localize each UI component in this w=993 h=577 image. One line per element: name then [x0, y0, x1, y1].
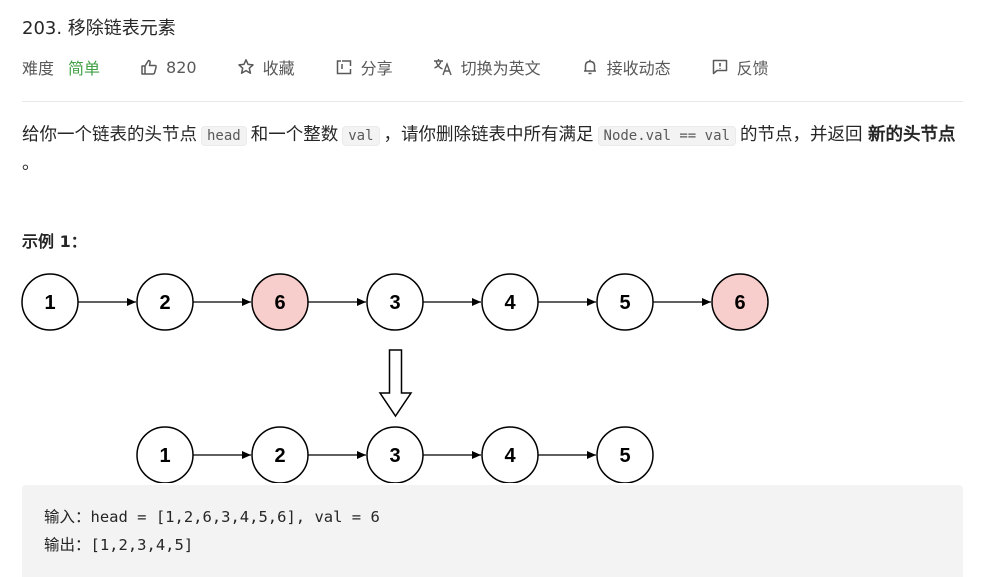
difficulty-value: 简单: [68, 59, 101, 78]
like-button[interactable]: 820: [140, 58, 197, 77]
bell-icon: [583, 59, 596, 75]
notify-label: 接收动态: [606, 59, 671, 78]
list-node-label: 5: [619, 445, 630, 467]
problem-title: 203. 移除链表元素: [22, 18, 176, 39]
share-label: 分享: [360, 59, 393, 78]
list-node-label: 4: [504, 445, 516, 467]
linked-list-diagram: 1 2 6 3 4 5 6 1 2 3 4 5: [21, 273, 769, 483]
list-node: [596, 426, 654, 483]
feedback-label: 反馈: [736, 59, 769, 78]
collect-label: 收藏: [262, 59, 295, 78]
collect-button[interactable]: 收藏: [237, 55, 295, 79]
desc-text: ，请你删除链表中所有满足: [383, 125, 594, 145]
switch-language-label: 切换为英文: [460, 59, 541, 78]
problem-meta-bar: 难度 简单 820 收藏 分享 切换为英文 接收动态: [22, 54, 809, 80]
example-title: 示例 1：: [22, 232, 87, 251]
feedback-button[interactable]: 反馈: [711, 55, 769, 79]
inline-code-head: head: [201, 126, 247, 146]
list-node-label: 3: [389, 292, 400, 314]
share-button[interactable]: 分享: [335, 55, 393, 79]
desc-text: 和一个整数: [250, 125, 339, 145]
example-output: 输出：[1,2,3,4,5]: [44, 536, 194, 554]
thumb-up-icon: [141, 59, 157, 75]
list-node-label: 3: [389, 445, 400, 467]
divider: [22, 101, 963, 102]
switch-language-button[interactable]: 切换为英文: [433, 55, 541, 79]
desc-text: 给你一个链表的头节点: [22, 125, 197, 145]
desc-bold: 新的头节点: [868, 125, 956, 145]
desc-text: 。: [22, 154, 40, 174]
share-icon: [336, 60, 351, 75]
flag-icon: [712, 59, 727, 75]
list-node-label: 2: [274, 445, 285, 467]
bottom-list: 1 2 3 4 5: [136, 426, 654, 483]
desc-text: 的节点，并返回: [739, 125, 863, 145]
example-input: 输入：head = [1,2,6,3,4,5,6], val = 6: [44, 508, 380, 526]
translate-icon: [433, 59, 452, 76]
list-node-label: 6: [274, 292, 285, 314]
list-node-label: 6: [734, 292, 745, 314]
top-list: 1 2 6 3 4 5 6: [21, 273, 769, 331]
list-node-removed: [711, 273, 769, 331]
list-node-label: 5: [619, 292, 630, 314]
inline-code-val: val: [342, 126, 380, 146]
inline-code-condition: Node.val == val: [597, 126, 736, 146]
list-node-label: 2: [159, 292, 170, 314]
list-node-label: 1: [44, 292, 55, 314]
list-node-label: 1: [159, 445, 170, 467]
difficulty-label: 难度: [22, 59, 55, 78]
star-icon: [237, 59, 254, 74]
list-node-label: 4: [504, 292, 516, 314]
down-arrow-icon: [378, 349, 413, 418]
example-code-block: 输入：head = [1,2,6,3,4,5,6], val = 6 输出：[1…: [22, 485, 963, 577]
like-count: 820: [166, 57, 197, 77]
notify-button[interactable]: 接收动态: [581, 55, 671, 79]
